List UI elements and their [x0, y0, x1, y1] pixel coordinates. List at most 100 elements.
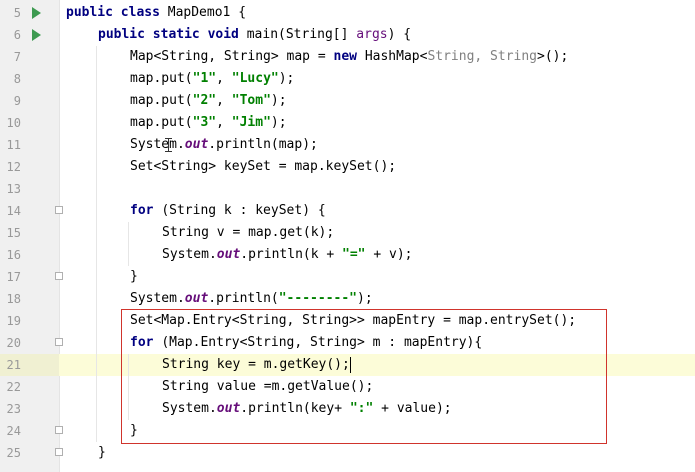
- line-number: 13: [6, 182, 21, 196]
- code-token: "Jim": [231, 115, 271, 130]
- gutter-cell: 16: [0, 244, 59, 266]
- gutter-cell: 18: [0, 288, 59, 310]
- code-text[interactable]: for (String k : keySet) {: [130, 200, 326, 222]
- code-token: (String k : keySet) {: [161, 203, 326, 218]
- code-line[interactable]: 16 System.out.println(k + "=" + v);: [0, 244, 695, 266]
- code-token: for: [130, 203, 162, 218]
- code-text[interactable]: }: [130, 266, 138, 288]
- code-token: + v);: [365, 247, 413, 262]
- line-number-gutter[interactable]: [0, 0, 60, 472]
- code-token: public static void: [98, 27, 247, 42]
- code-token: out: [184, 291, 209, 306]
- indent-guide: [96, 156, 97, 178]
- code-token: out: [216, 247, 241, 262]
- code-text[interactable]: public class MapDemo1 {: [66, 2, 246, 24]
- code-text[interactable]: Map<String, String> map = new HashMap<St…: [130, 46, 568, 68]
- mouse-cursor-icon: [165, 138, 172, 152]
- code-token: );: [278, 71, 295, 86]
- gutter-cell: 25: [0, 442, 63, 464]
- code-token: out: [216, 401, 241, 416]
- indent-guide: [96, 310, 97, 332]
- code-text[interactable]: }: [130, 420, 138, 442]
- gutter-cell: 19: [0, 310, 59, 332]
- line-number: 23: [6, 402, 21, 416]
- code-text[interactable]: String v = map.get(k);: [162, 222, 334, 244]
- code-token: }: [130, 269, 138, 284]
- code-token: args: [356, 27, 388, 42]
- code-token: main(String[]: [246, 27, 357, 42]
- code-token: out: [184, 137, 209, 152]
- gutter-cell: 23: [0, 398, 59, 420]
- code-text[interactable]: for (Map.Entry<String, String> m : mapEn…: [130, 332, 482, 354]
- run-icon[interactable]: [32, 7, 41, 19]
- line-number: 6: [13, 28, 21, 42]
- code-line[interactable]: 23 System.out.println(key+ ":" + value);: [0, 398, 695, 420]
- code-token: );: [357, 291, 373, 306]
- code-token: map.put(: [130, 115, 193, 130]
- code-token: + value);: [373, 401, 452, 416]
- code-text[interactable]: System.out.println(map);: [130, 134, 318, 156]
- code-text[interactable]: String key = m.getKey();: [162, 354, 350, 376]
- gutter-cell: 24: [0, 420, 63, 442]
- code-text[interactable]: System.out.println(key+ ":" + value);: [162, 398, 452, 420]
- indent-guide: [96, 222, 97, 244]
- indent-guide: [96, 200, 97, 222]
- indent-guide: [96, 90, 97, 112]
- code-line[interactable]: 11 System.out.println(map);: [0, 134, 695, 156]
- code-line[interactable]: 15 String v = map.get(k);: [0, 222, 695, 244]
- code-token: "1": [192, 71, 217, 86]
- code-line[interactable]: 24}: [0, 420, 695, 442]
- code-text[interactable]: }: [98, 442, 106, 464]
- indent-guide: [96, 266, 97, 288]
- code-text[interactable]: System.out.println(k + "=" + v);: [162, 244, 412, 266]
- indent-guide: [128, 354, 129, 376]
- indent-guide: [128, 398, 129, 420]
- code-token: map.put(: [130, 71, 193, 86]
- code-line[interactable]: 13: [0, 178, 695, 200]
- code-line[interactable]: 18 System.out.println("--------");: [0, 288, 695, 310]
- code-line[interactable]: 25}: [0, 442, 695, 464]
- gutter-cell: 11: [0, 134, 59, 156]
- code-text[interactable]: map.put("2", "Tom");: [130, 90, 287, 112]
- code-line[interactable]: 6 public static void main(String[] args) …: [0, 24, 695, 46]
- code-token: }: [98, 445, 106, 460]
- code-text[interactable]: String value =m.getValue();: [162, 376, 373, 398]
- gutter-cell: 13: [0, 178, 59, 200]
- code-text[interactable]: System.out.println("--------");: [130, 288, 373, 310]
- fold-icon[interactable]: [55, 426, 63, 434]
- code-text[interactable]: map.put("3", "Jim");: [130, 112, 287, 134]
- code-token: ,: [216, 71, 232, 86]
- run-icon[interactable]: [32, 29, 41, 41]
- code-text[interactable]: Set<Map.Entry<String, String>> mapEntry …: [130, 310, 576, 332]
- indent-guide: [96, 46, 97, 68]
- code-token: );: [270, 93, 287, 108]
- gutter-cell: 21: [0, 354, 59, 376]
- indent-guide: [96, 376, 97, 398]
- code-text[interactable]: Set<String> keySet = map.keySet();: [130, 156, 396, 178]
- fold-icon[interactable]: [55, 448, 63, 456]
- fold-icon[interactable]: [55, 206, 63, 214]
- indent-guide: [96, 178, 97, 200]
- line-number: 11: [6, 138, 21, 152]
- fold-icon[interactable]: [55, 338, 63, 346]
- code-text[interactable]: map.put("1", "Lucy");: [130, 68, 294, 90]
- gutter-cell: 15: [0, 222, 59, 244]
- code-token: "--------": [278, 291, 358, 306]
- fold-icon[interactable]: [55, 272, 63, 280]
- code-line[interactable]: 21 String key = m.getKey();: [0, 354, 695, 376]
- code-line[interactable]: 17}: [0, 266, 695, 288]
- indent-guide: [96, 134, 97, 156]
- code-token: ":": [349, 401, 374, 416]
- code-line[interactable]: 19 Set<Map.Entry<String, String>> mapEntr…: [0, 310, 695, 332]
- code-text[interactable]: public static void main(String[] args) {: [98, 24, 411, 46]
